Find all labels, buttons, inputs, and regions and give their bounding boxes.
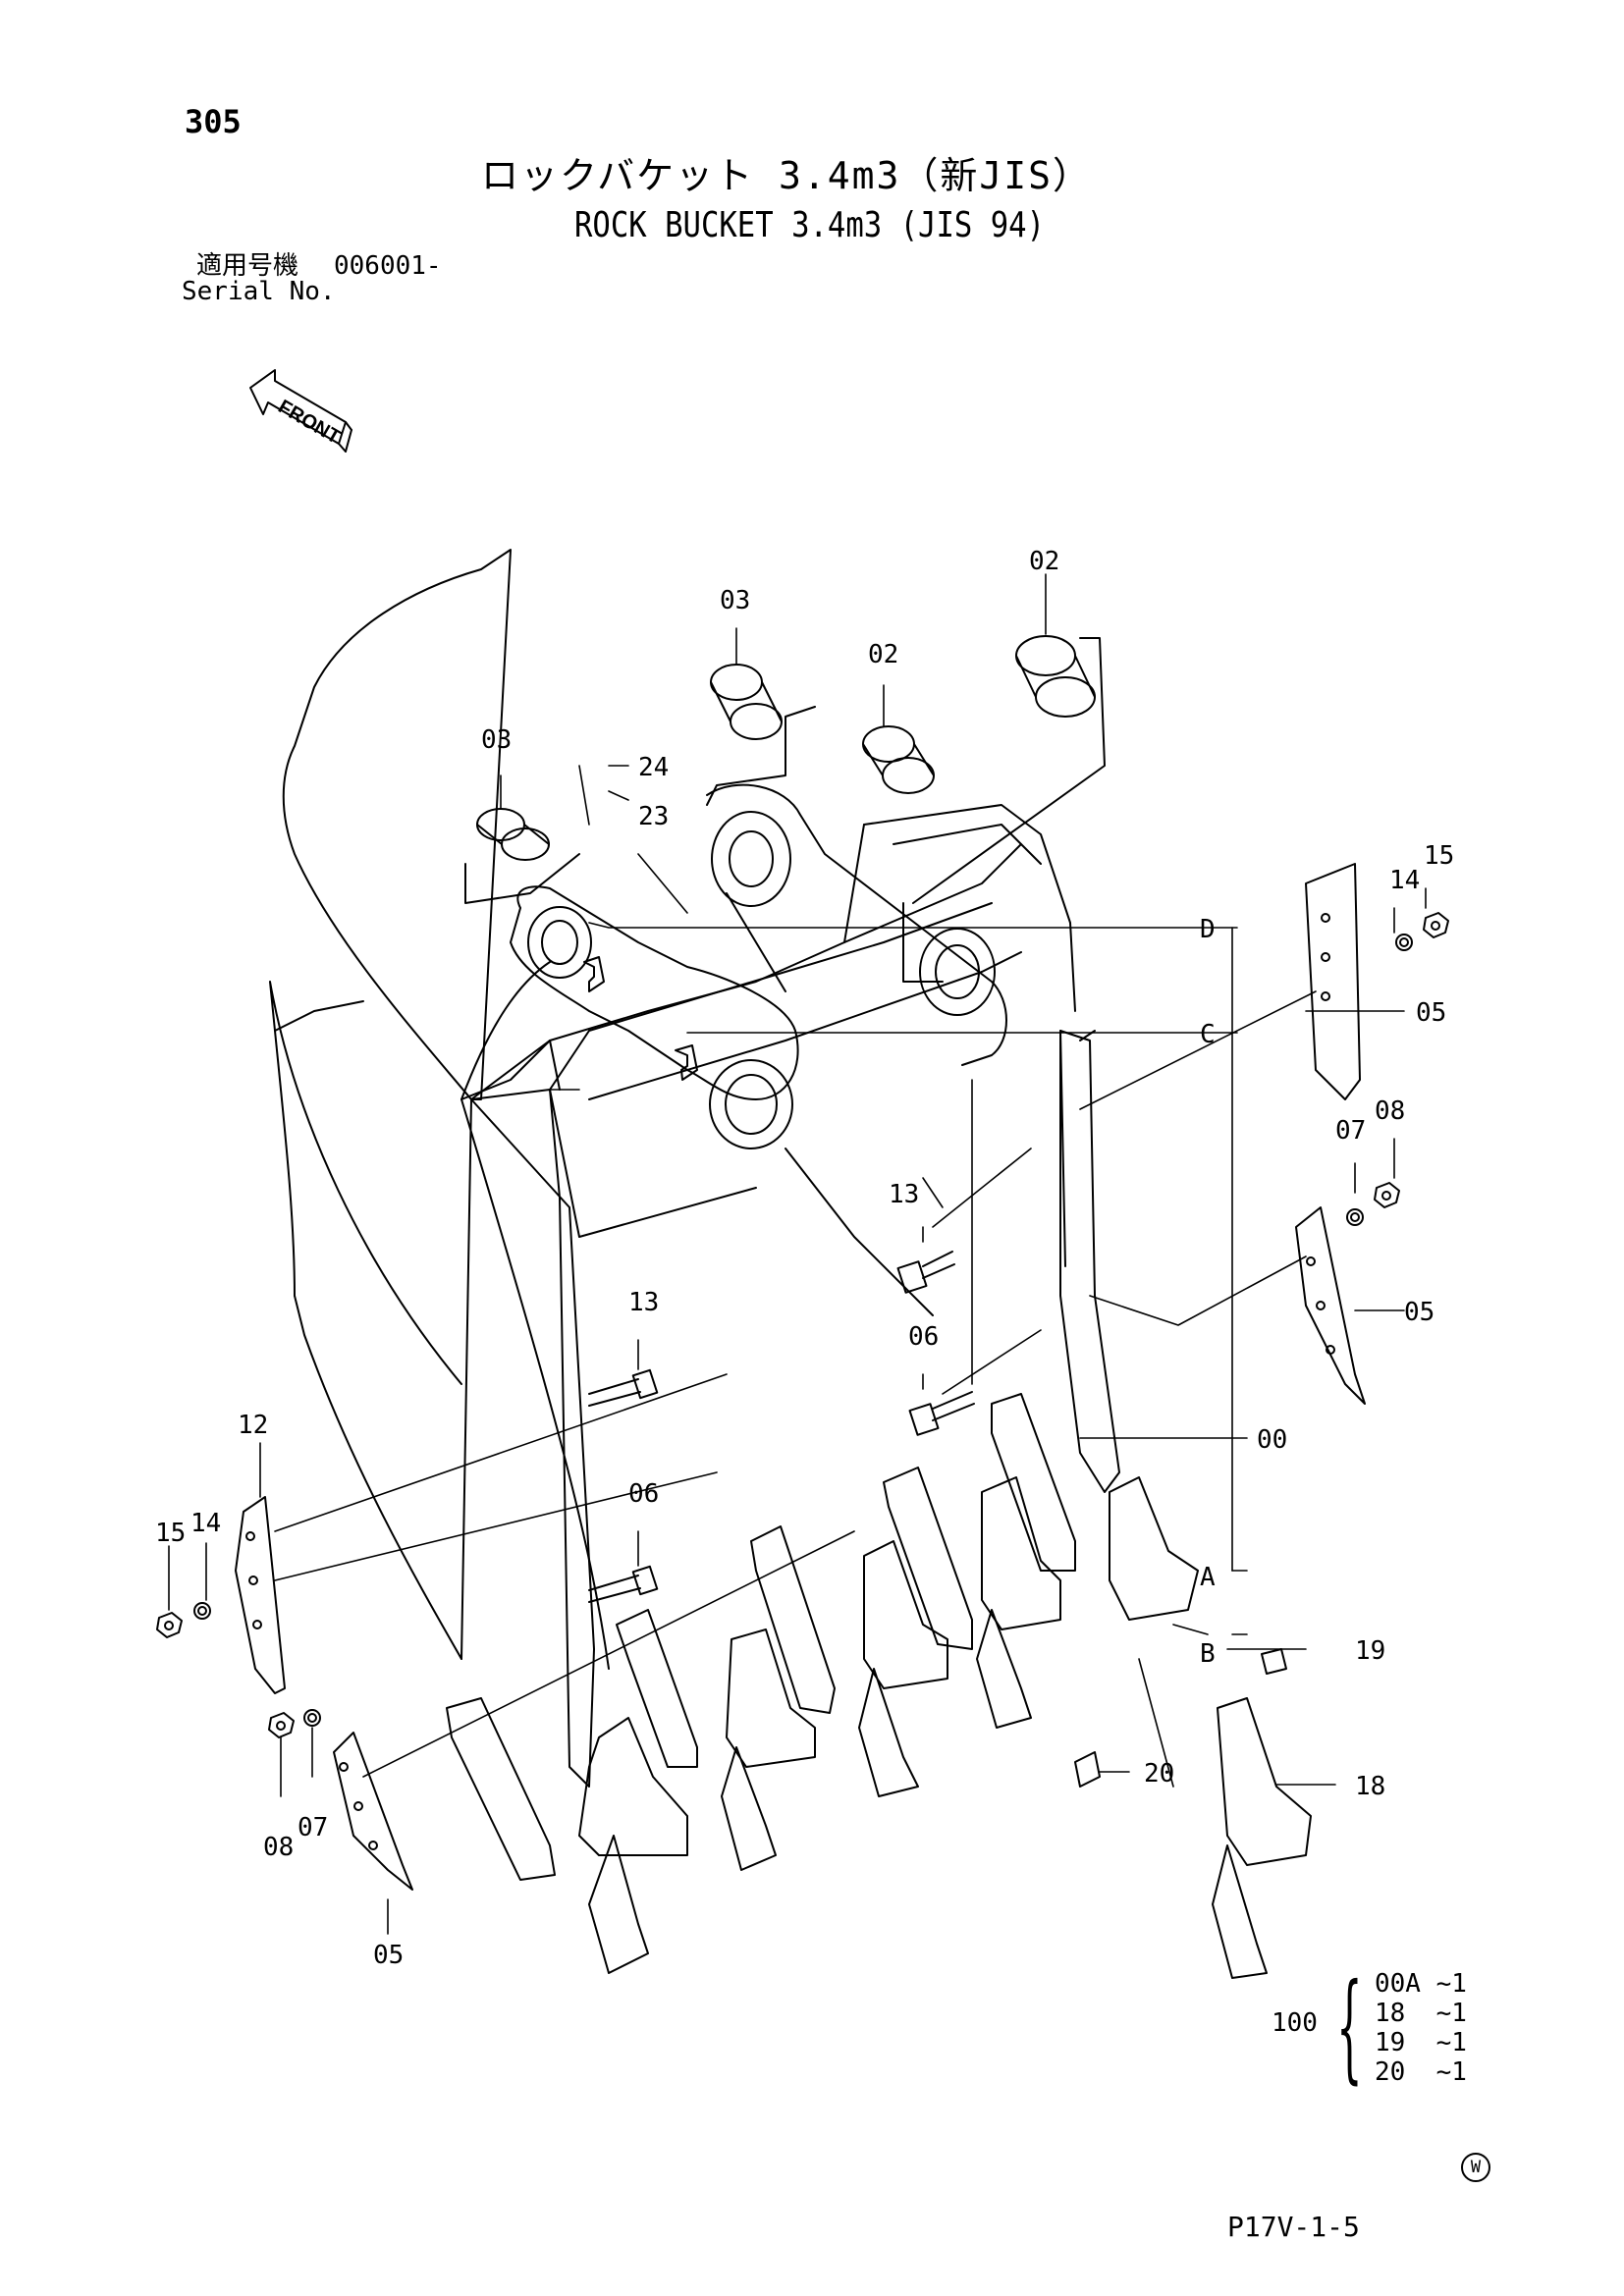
callout-08-right: 08 [1375, 1096, 1405, 1126]
adapter-19 [1261, 1648, 1287, 1675]
kit-item-list: 00A ~1 18 ~1 19 ~1 20 ~1 [1375, 1969, 1467, 2087]
side-cutters [235, 863, 1366, 1891]
tooth-5 [991, 1393, 1199, 1621]
pin-20 [1074, 1751, 1101, 1788]
callout-13-left: 13 [628, 1288, 659, 1317]
serial-value: 006001- [334, 251, 442, 281]
bushing-02-mid [862, 725, 935, 794]
callout-20: 20 [1144, 1759, 1174, 1789]
kit-quantity: 100 [1272, 2008, 1318, 2038]
title-japanese: ロックバケット 3.4m3（新JIS） [481, 154, 1093, 197]
tooth-1 [446, 1697, 688, 1974]
bolts [588, 1251, 975, 1603]
callout-03-left: 03 [481, 725, 512, 755]
callout-08-left: 08 [263, 1833, 294, 1862]
callout-07-left: 07 [298, 1813, 328, 1842]
callout-15-right: 15 [1424, 841, 1454, 871]
callout-A: A [1200, 1563, 1216, 1592]
callout-23: 23 [638, 802, 669, 831]
front-arrow-icon: FRONT [249, 369, 352, 453]
bushing-03-left [476, 808, 550, 861]
teeth-and-adapters [446, 1393, 1312, 1979]
bushing-02-right [1015, 635, 1096, 718]
callout-C: C [1200, 1020, 1216, 1049]
page-number: 305 [185, 103, 242, 140]
title-english: ROCK BUCKET 3.4m3 (JIS 94) [574, 205, 1046, 245]
tooth-18 [1212, 1697, 1312, 1979]
bucket-body [269, 549, 1120, 1788]
bushing-03-top [710, 664, 783, 740]
tooth-3 [750, 1525, 948, 1797]
leader-lines [168, 573, 1427, 1935]
document-code: P17V-1-5 [1227, 2211, 1360, 2243]
tooth-2 [616, 1609, 816, 1871]
kit-item: 20 ~1 [1375, 2057, 1467, 2087]
callout-06-left: 06 [628, 1479, 659, 1509]
callout-07-right: 07 [1335, 1116, 1366, 1146]
callout-14-right: 14 [1389, 866, 1420, 895]
callout-05-left: 05 [373, 1941, 404, 1970]
callout-24: 24 [638, 753, 669, 782]
brace-icon: { [1336, 1959, 1363, 2096]
callout-14-left: 14 [190, 1509, 221, 1538]
callout-05-lower-right: 05 [1404, 1298, 1435, 1327]
callout-02-right: 02 [1029, 547, 1059, 576]
callout-13-right: 13 [889, 1180, 919, 1209]
callout-19: 19 [1355, 1636, 1385, 1666]
callout-00: 00 [1257, 1425, 1287, 1455]
kit-item: 18 ~1 [1375, 1999, 1467, 2028]
callout-B: B [1200, 1639, 1216, 1669]
kit-item: 00A ~1 [1375, 1969, 1467, 1999]
callout-03-top: 03 [720, 586, 750, 615]
callout-18: 18 [1355, 1772, 1385, 1801]
callout-D: D [1200, 915, 1216, 944]
serial-label-japanese: 適用号機 [196, 251, 299, 281]
serial-label-english: Serial No. [182, 277, 336, 306]
w-mark-icon: W [1461, 2153, 1490, 2182]
callout-labels: 00 02 02 03 03 05 05 05 06 06 07 07 08 0… [155, 547, 1454, 1970]
callout-15-left: 15 [155, 1519, 186, 1548]
nuts-washers [156, 912, 1449, 1738]
callout-02-mid: 02 [868, 640, 898, 669]
front-label: FRONT [275, 396, 345, 448]
tooth-4 [883, 1467, 1061, 1729]
callout-12: 12 [238, 1411, 268, 1440]
bushings [464, 635, 1106, 983]
callout-05-upper-right: 05 [1416, 998, 1446, 1028]
kit-item: 19 ~1 [1375, 2028, 1467, 2057]
callout-06-right: 06 [908, 1322, 939, 1352]
